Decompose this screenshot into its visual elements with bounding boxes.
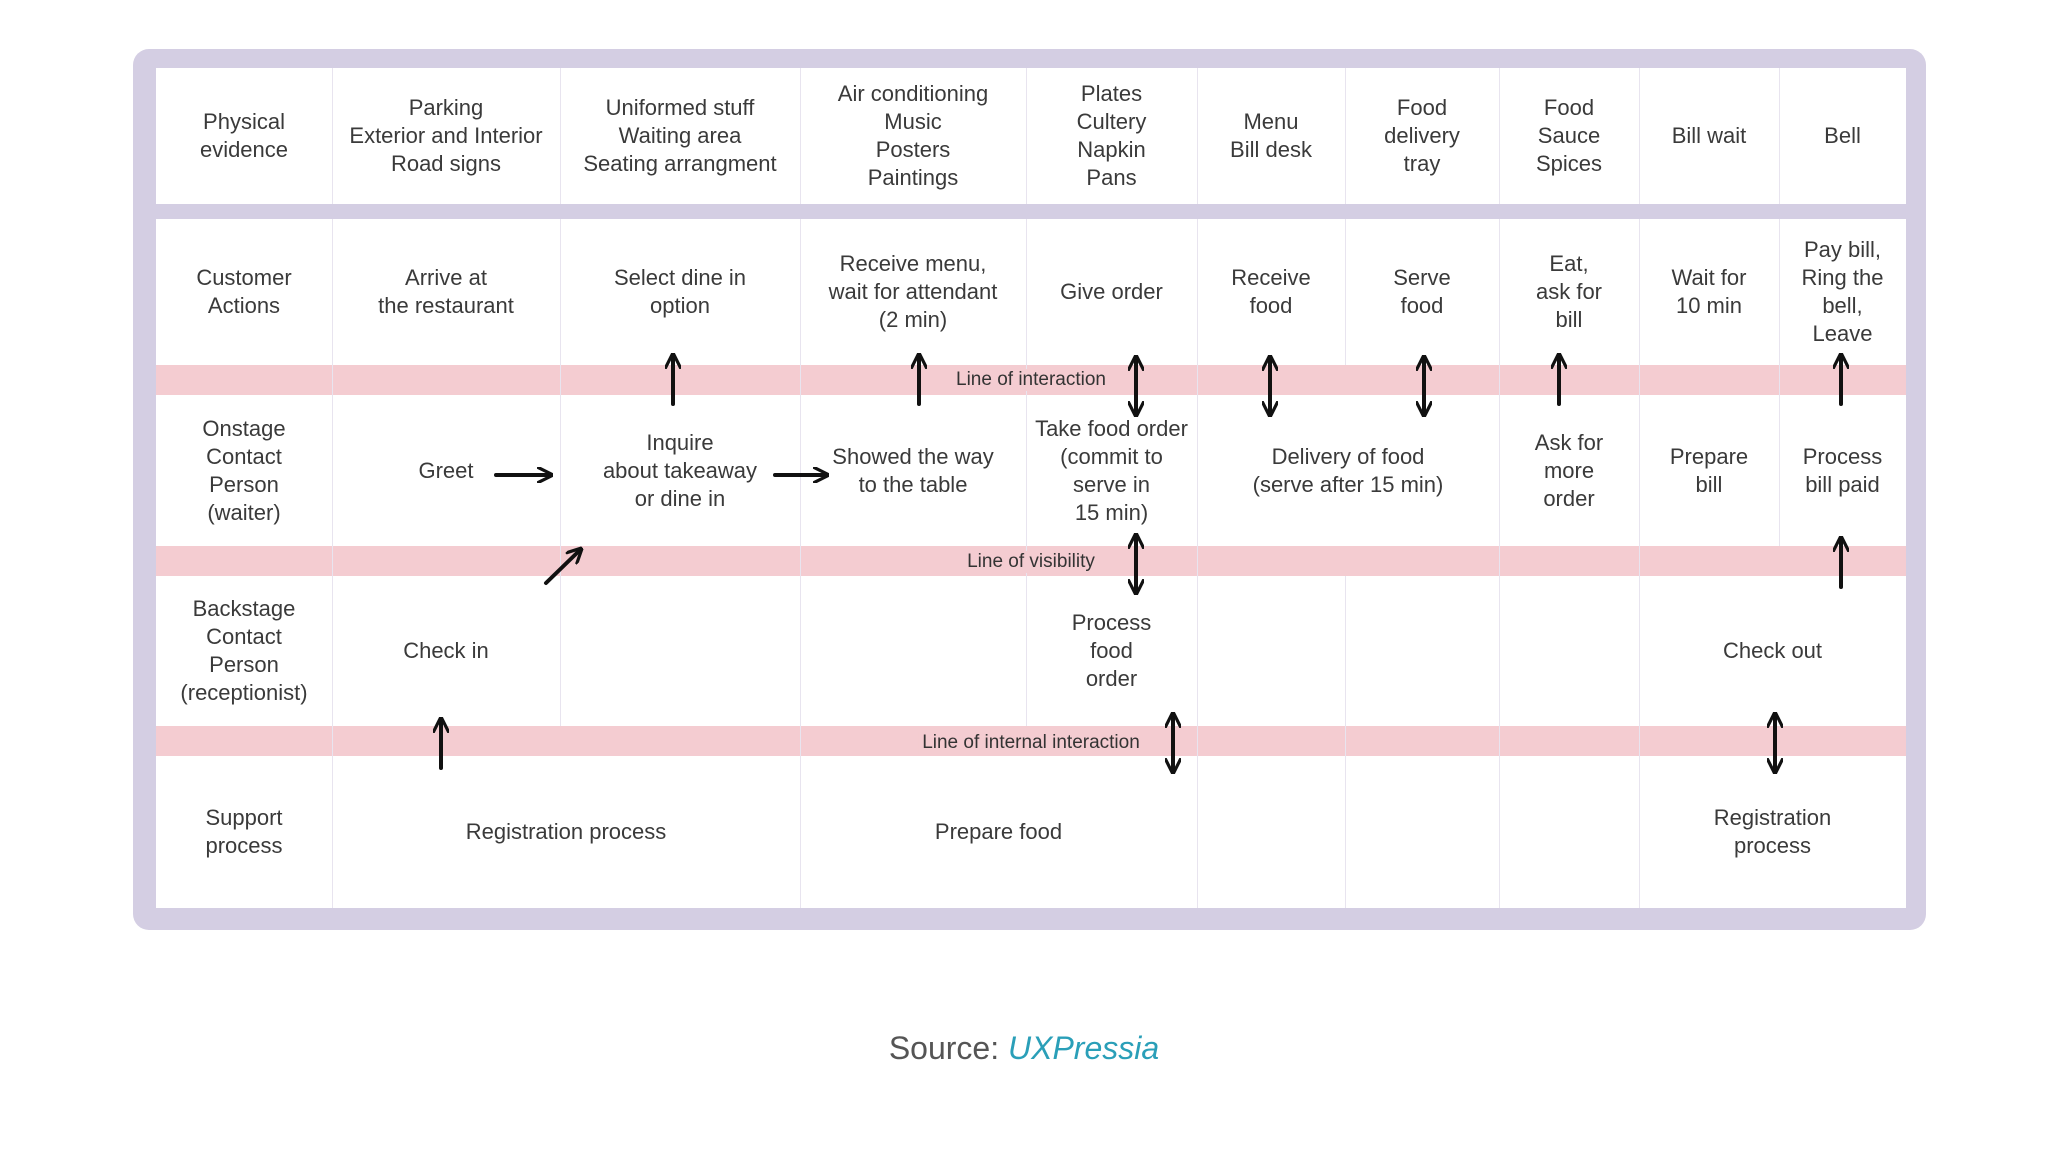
onstage-cell: Inquire about takeaway or dine in [602,429,758,511]
physical-cell: Bell [1824,123,1861,148]
customer-action-cell: Wait for 10 min [1671,265,1747,318]
divider [1197,219,1198,908]
customer-action-cell: Select dine in option [613,265,747,318]
onstage-cell: Take food order (commit to serve in 15 m… [1035,415,1188,525]
row-label-backstage: Backstage Contact Person (receptionist) [180,596,308,705]
onstage-cell: Greet [418,457,474,483]
divider [1639,68,1640,204]
source-link[interactable]: UXPressia [1008,1030,1160,1066]
support-cell: Registration process [1713,805,1832,858]
backstage-cell: Process food order [1071,610,1152,691]
divider [1779,219,1780,546]
customer-action-cell: Pay bill, Ring the bell, Leave [1801,237,1884,346]
physical-cell: Uniformed stuff Waiting area Seating arr… [583,95,777,176]
onstage-cell: Prepare bill [1669,443,1749,497]
physical-cell: Menu Bill desk [1230,109,1312,162]
support-cell: Registration process [465,819,667,844]
backstage-cell: Check out [1722,638,1823,663]
flow-arrows [156,68,1906,908]
divider [1197,68,1198,204]
customer-action-cell: Serve food [1393,265,1451,318]
divider [332,219,333,908]
physical-cell: Plates Cultery Napkin Pans [1076,81,1147,190]
divider [332,68,333,204]
divider [1499,219,1500,908]
backstage-cell: Check in [403,638,489,663]
onstage-cell: Ask for more order [1534,429,1604,511]
line-of-visibility-label: Line of visibility [963,551,1099,573]
customer-action-cell: Arrive at the restaurant [378,265,514,318]
customer-action-cell: Receive menu, wait for attendant (2 min) [828,251,998,332]
service-blueprint: Physical evidence Parking Exterior and I… [156,68,1906,908]
onstage-cell: Delivery of food (serve after 15 min) [1252,443,1444,497]
physical-cell: Bill wait [1671,123,1747,148]
row-label-customer-actions: Customer Actions [196,265,292,318]
customer-action-cell: Give order [1060,279,1163,304]
physical-cell: Air conditioning Music Posters Paintings [837,81,989,190]
divider [800,68,801,204]
customer-action-cell: Eat, ask for bill [1535,251,1603,332]
section-separator [156,204,1906,219]
onstage-cell: Process bill paid [1802,443,1883,497]
physical-cell: Parking Exterior and Interior Road signs [349,95,543,176]
divider [560,68,561,204]
row-label-support: Support process [205,805,283,858]
customer-action-cell: Receive food [1231,265,1311,318]
divider [1026,68,1027,204]
divider [1026,219,1027,726]
row-label-physical-evidence: Physical evidence [199,109,289,162]
divider [800,219,801,908]
divider [1345,219,1346,365]
row-label-onstage: Onstage Contact Person (waiter) [202,415,286,525]
support-cell: Prepare food [934,819,1063,844]
divider [1639,219,1640,908]
divider [1345,576,1346,908]
divider [560,219,561,726]
source-prefix: Source: [888,1030,1008,1066]
onstage-cell: Showed the way to the table [832,443,994,497]
arrow-diagonal-icon [544,550,580,585]
physical-cell: Food delivery tray [1384,95,1460,176]
divider [1499,68,1500,204]
line-of-interaction-label: Line of interaction [952,369,1110,391]
divider [1779,68,1780,204]
divider [1345,68,1346,204]
line-of-internal-interaction-label: Line of internal interaction [918,732,1144,754]
source-caption: Source: UXPressia [0,1030,2048,1067]
physical-cell: Food Sauce Spices [1535,95,1603,176]
